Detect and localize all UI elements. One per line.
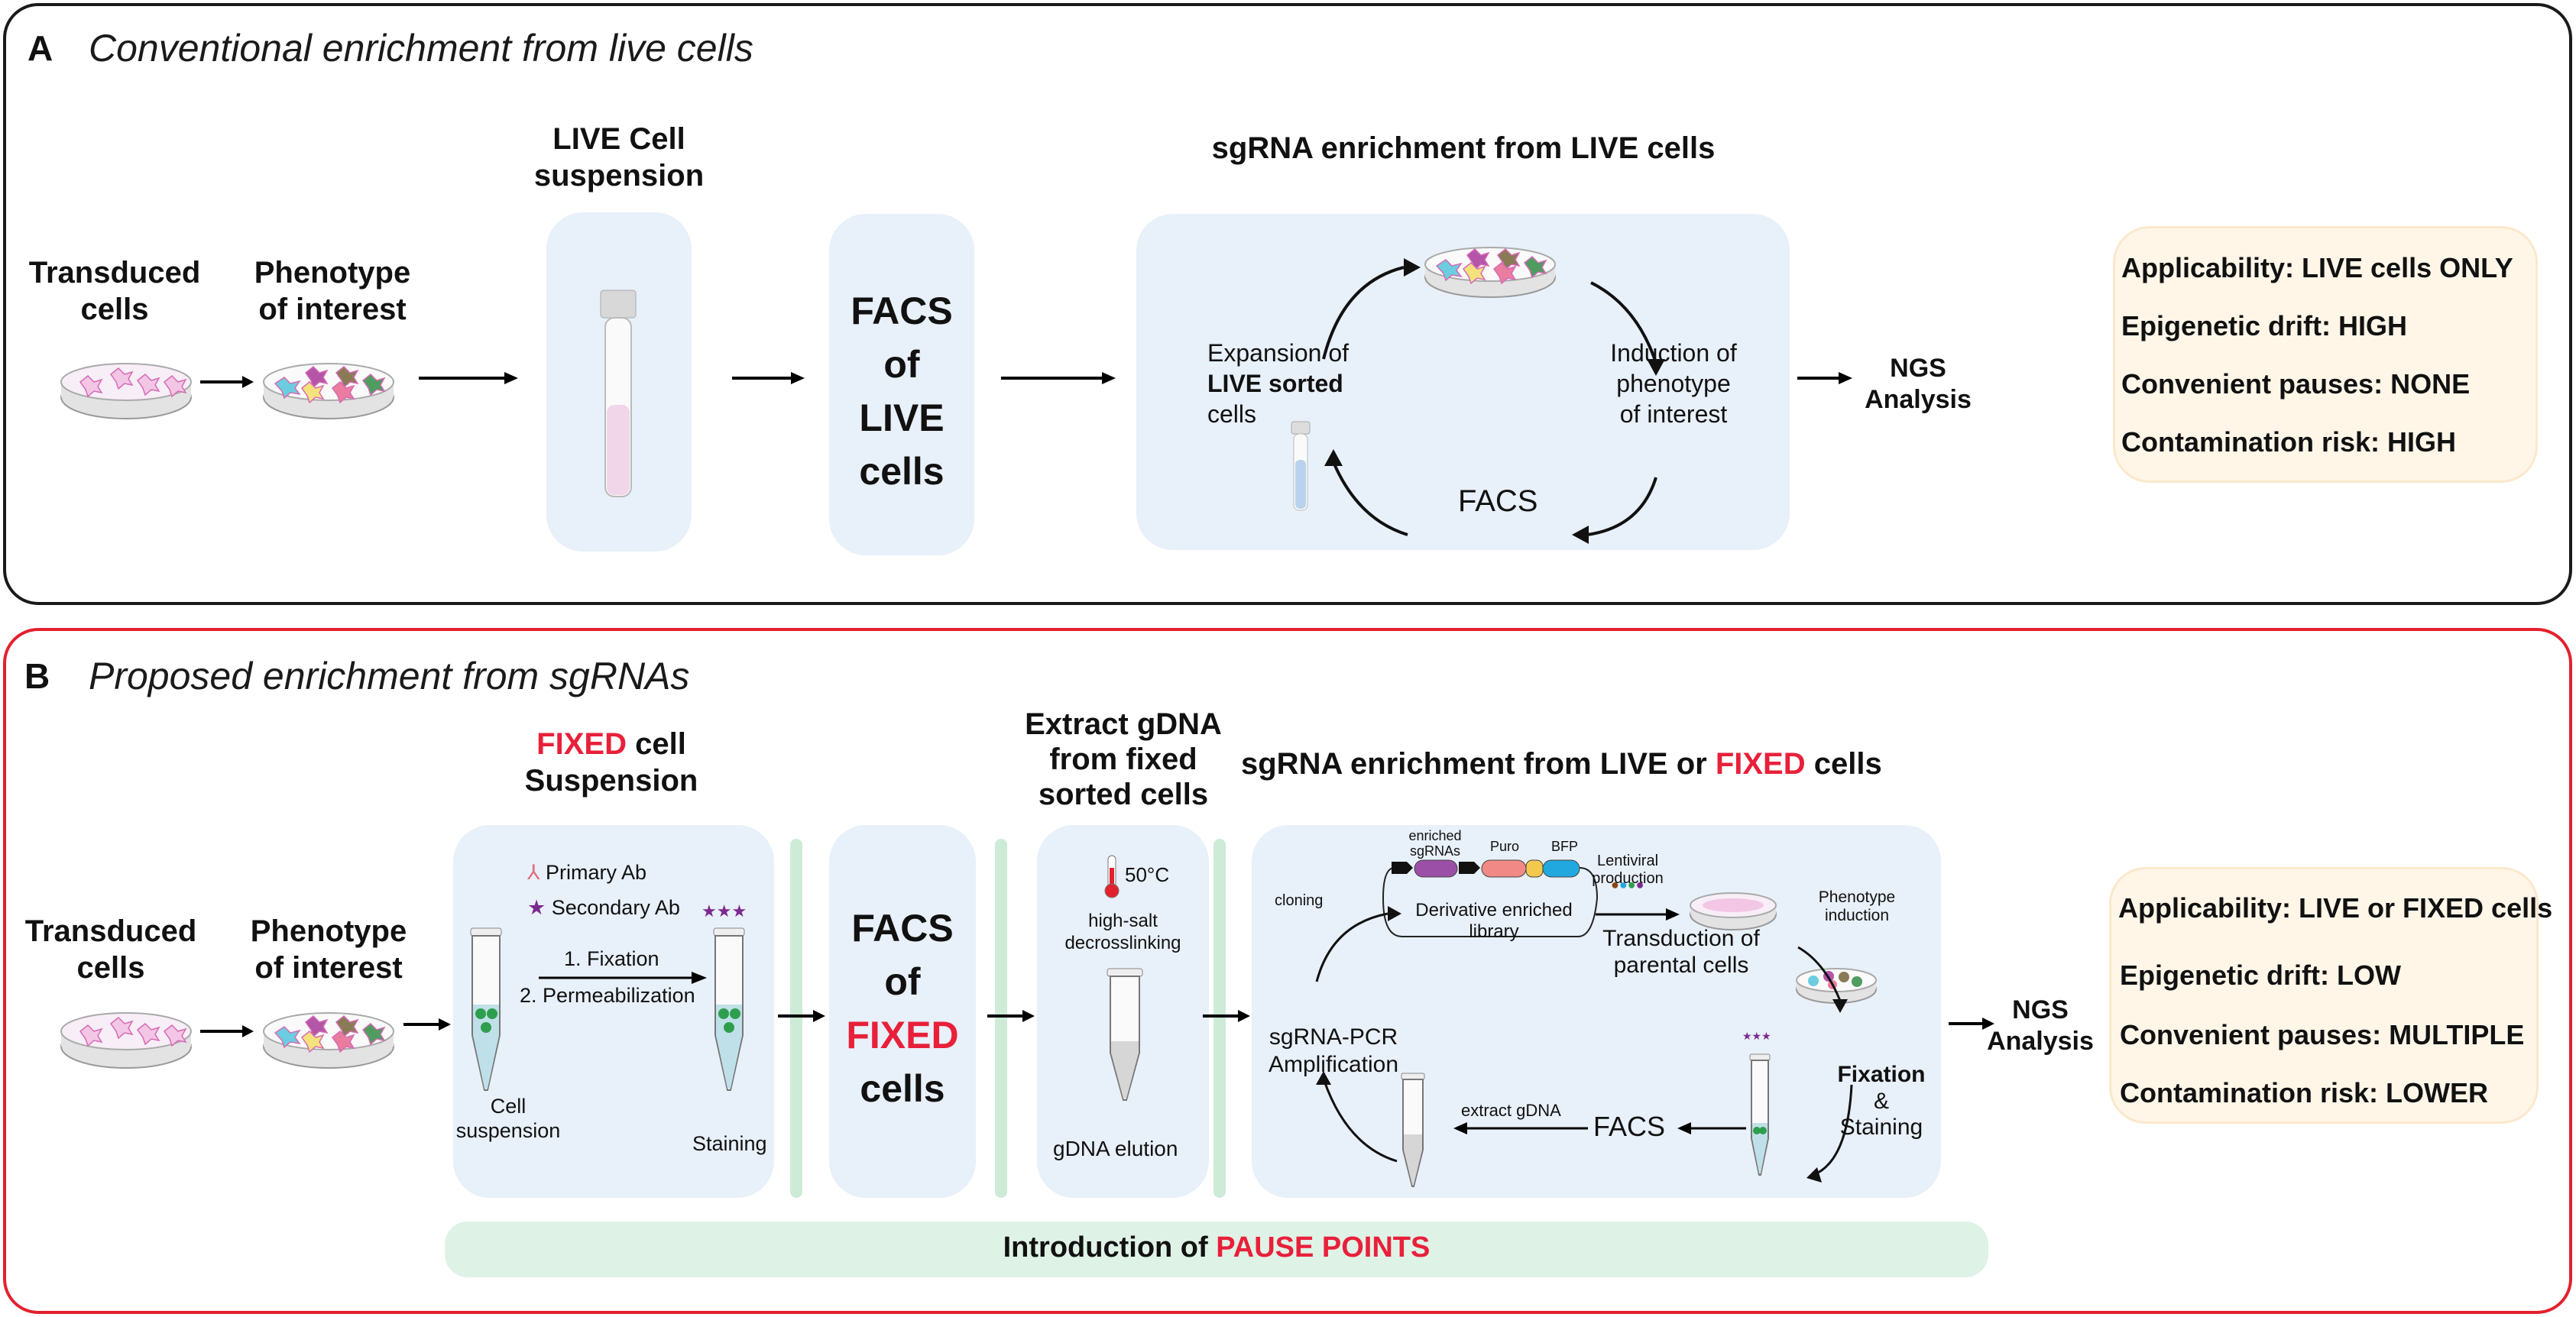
panel-b-letter: B (24, 656, 50, 696)
a-cycle-tube-icon (1291, 421, 1311, 511)
b-gdna-tube-icon (1107, 968, 1143, 1101)
b-cycle-antibodies-icon: ★★★ (1742, 1030, 1771, 1042)
a-arrow-3-icon (732, 372, 805, 384)
a-facs-live-box (829, 214, 974, 555)
panel-a-letter: A (28, 28, 53, 68)
b-antibody-legend: ⅄ Primary Ab ★ Secondary Ab (527, 861, 680, 919)
b-cycle-gdna-tube-icon (1401, 1073, 1425, 1187)
b-temperature: 50°C (1125, 863, 1170, 886)
pause-bar-2 (995, 839, 1007, 1198)
b-arrow-2-icon (403, 1018, 451, 1031)
b-arrow-4-icon (987, 1010, 1035, 1022)
pause-bar-3 (1213, 839, 1226, 1198)
b-staining-tube-icon (713, 927, 745, 1091)
a-arrow-5-icon (1797, 372, 1852, 384)
b-cell-suspension-tube-icon (470, 927, 502, 1091)
a-info-box (2113, 226, 2538, 483)
panel-a (3, 3, 2572, 605)
b-fixation-step: 1. Fixation (564, 947, 659, 970)
a-arrow-4-icon (1001, 372, 1116, 384)
b-arrow-6-icon (1949, 1018, 1994, 1030)
b-facs-arrow-icon (1677, 1122, 1746, 1134)
b-info-box (2109, 867, 2539, 1124)
a-cycle-arrows-icon (1322, 258, 1665, 544)
a-info-pauses: Convenient pauses: NONE (2121, 368, 2471, 400)
a-dish-transduced-icon (60, 363, 192, 419)
pause-points-bar (445, 1222, 1988, 1277)
b-info-pauses: Convenient pauses: MULTIPLE (2120, 1019, 2525, 1050)
b-arrow-1-icon (200, 1025, 254, 1037)
pause-points-label: Introduction of PAUSE POINTS (1003, 1231, 1431, 1264)
b-extract-arrow-icon (1453, 1122, 1588, 1134)
panel-a-title: Conventional enrichment from live cells (89, 27, 753, 70)
b-cycle-arrows-icon (1315, 906, 1853, 1183)
b-staining-label: Staining (692, 1132, 767, 1155)
panel-b-title: Proposed enrichment from sgRNAs (89, 655, 690, 697)
b-fixation-arrow-icon (539, 972, 707, 984)
b-arrow-5-icon (1203, 1010, 1250, 1022)
a-cycle-dish-icon (1424, 247, 1556, 298)
b-arrow-3-icon (778, 1010, 825, 1022)
b-permeabilization-step: 2. Permeabilization (520, 984, 695, 1007)
b-cycle-title: sgRNA enrichment from LIVE or FIXED cell… (1241, 747, 1882, 781)
a-arrow-1-icon (200, 376, 254, 388)
a-tube-icon (600, 290, 637, 497)
primary-ab-icon: ⅄ (527, 861, 540, 884)
b-parental-dish-icon (1690, 892, 1777, 930)
b-gdna-elution-label: gDNA elution (1053, 1137, 1178, 1160)
panel-b (3, 628, 2572, 1314)
b-cycle-staining-tube-icon (1749, 1053, 1771, 1176)
a-dish-phenotype-icon (263, 363, 394, 419)
a-cycle-facs-label: FACS (1458, 484, 1538, 518)
a-info-epigenetic: Epigenetic drift: HIGH (2121, 310, 2408, 341)
b-info-applicability: Applicability: LIVE or FIXED cells (2118, 892, 2553, 924)
b-staining-antibodies-icon: ★★★ (702, 901, 747, 921)
b-extract-gdna-label: extract gDNA (1461, 1101, 1561, 1120)
b-fixation-staining-label: Fixation&Staining (1837, 1062, 1926, 1140)
secondary-ab-icon: ★ (527, 895, 546, 919)
b-cloning-label: cloning (1275, 892, 1324, 909)
b-info-epigenetic: Epigenetic drift: LOW (2120, 959, 2401, 991)
b-dish-phenotype-icon (263, 1012, 394, 1069)
a-info-applicability: Applicability: LIVE cells ONLY (2121, 252, 2513, 283)
b-fixed-suspension-label: FIXED cell Suspension (524, 727, 698, 798)
a-arrow-2-icon (419, 372, 518, 384)
thermometer-icon (1104, 855, 1120, 898)
b-bfp-label: BFP (1551, 839, 1579, 854)
a-cycle-title: sgRNA enrichment from LIVE cells (1211, 131, 1716, 165)
b-facs-fixed-box (829, 825, 976, 1198)
b-puro-label: Puro (1490, 839, 1520, 854)
b-info-contamination: Contamination risk: LOWER (2120, 1077, 2489, 1108)
a-expansion-label: Expansion of LIVE sorted cells (1207, 339, 1350, 428)
a-info-contamination: Contamination risk: HIGH (2121, 426, 2457, 458)
virus-particles-icon: ●●●● (1611, 877, 1644, 892)
b-lentiviral-arrow-icon (1596, 908, 1680, 921)
b-dish-transduced-icon (60, 1012, 192, 1069)
pause-bar-1 (790, 839, 802, 1198)
plasmid-library-icon (1382, 859, 1599, 937)
b-cycle-facs-label: FACS (1593, 1111, 1666, 1142)
